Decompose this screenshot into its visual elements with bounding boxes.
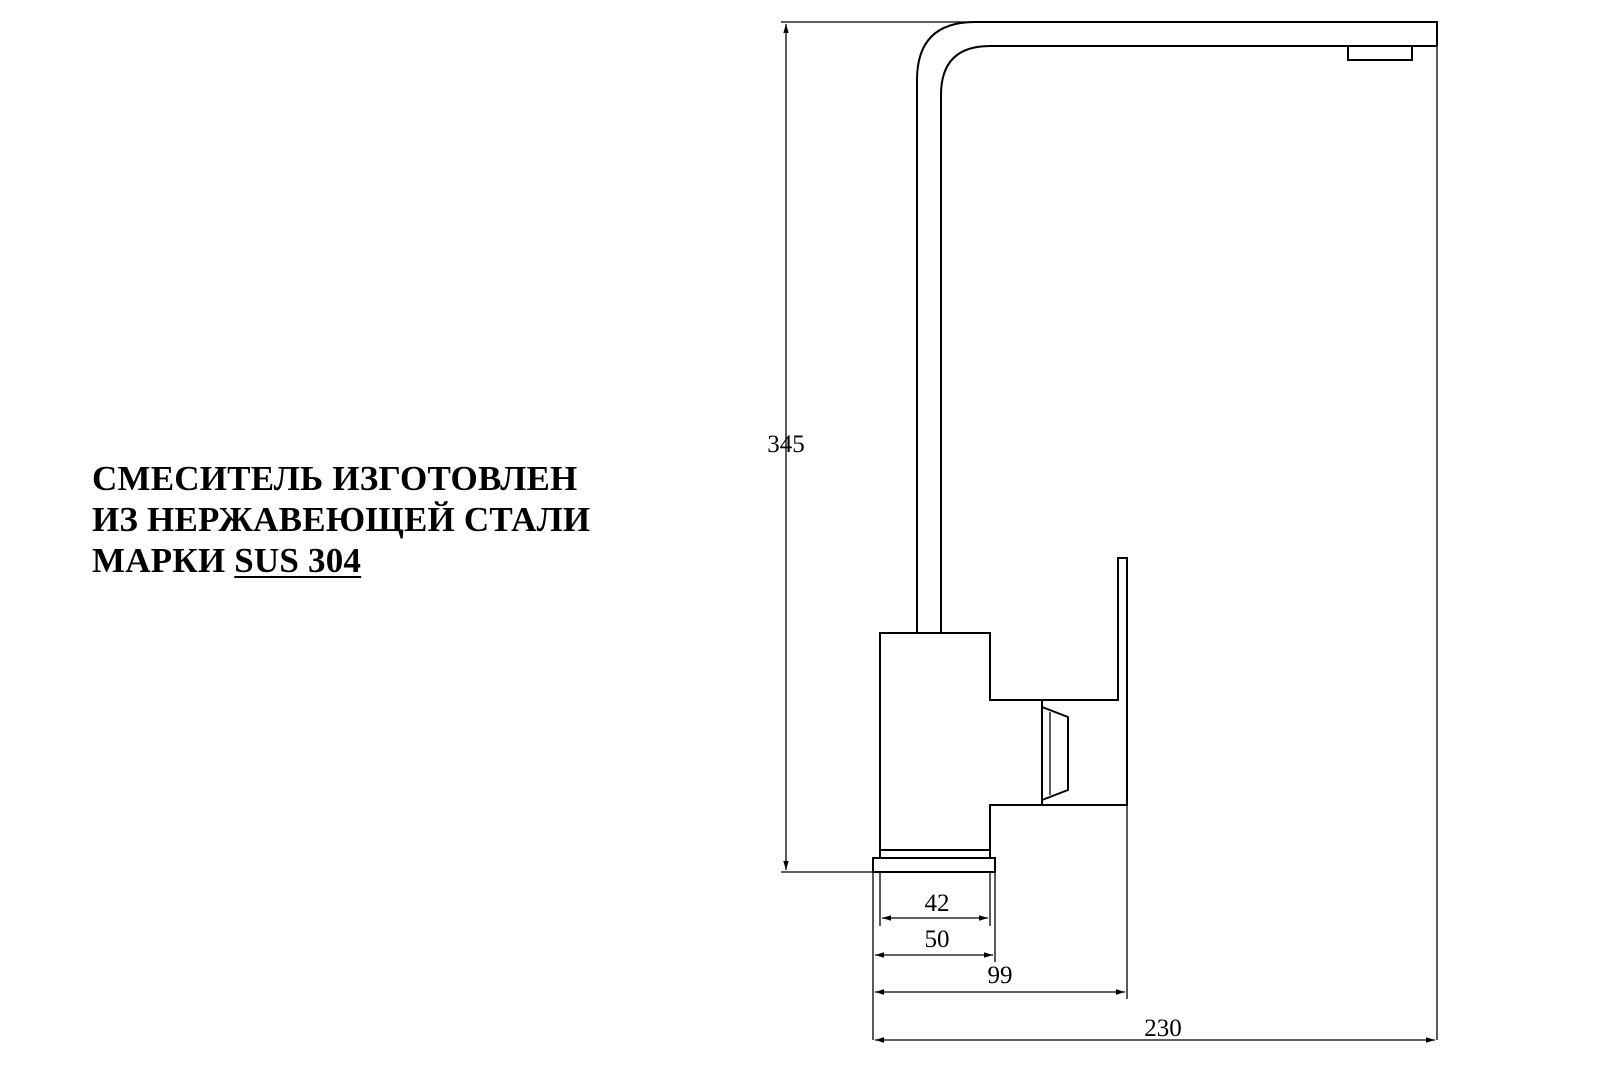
note-line-2: ИЗ НЕРЖАВЕЮЩЕЙ СТАЛИ (92, 500, 591, 539)
dimension-total-reach-label: 230 (1144, 1015, 1182, 1042)
note-line-1: СМЕСИТЕЛЬ ИЗГОТОВЛЕН (92, 459, 578, 498)
material-note: СМЕСИТЕЛЬ ИЗГОТОВЛЕН ИЗ НЕРЖАВЕЮЩЕЙ СТАЛ… (92, 458, 652, 581)
dimension-base-outer-label: 50 (925, 926, 950, 953)
dimension-base-outer: 50 (875, 926, 993, 958)
note-line-3: МАРКИ SUS 304 (92, 540, 652, 581)
dimension-height-label: 345 (767, 431, 805, 458)
note-line-3-prefix: МАРКИ (92, 541, 226, 580)
steel-grade: SUS 304 (234, 541, 362, 580)
base-ring (872, 849, 996, 873)
dimension-body-depth: 99 (875, 962, 1125, 995)
dimension-body-depth-label: 99 (988, 962, 1013, 989)
faucet-body (879, 632, 1043, 851)
dimension-total-reach: 230 (875, 1015, 1435, 1043)
lever-handle (1042, 557, 1128, 806)
cartridge-cap (1041, 706, 1069, 801)
dimension-base-inner: 42 (882, 890, 988, 921)
faucet-spout (916, 21, 1438, 633)
dimension-base-inner-label: 42 (925, 890, 950, 917)
extension-lines (872, 46, 1438, 1040)
dimension-height: 345 (767, 21, 975, 873)
